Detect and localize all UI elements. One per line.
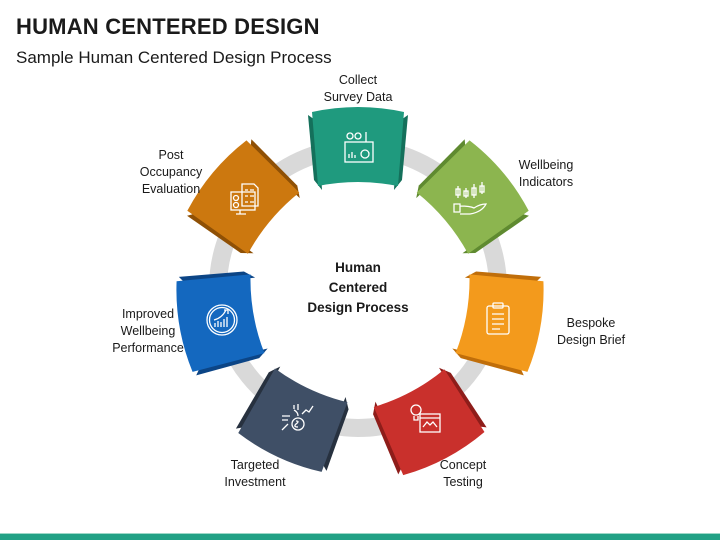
- footer-accent-bar: [0, 534, 720, 540]
- step-wellbeing-indicators[interactable]: [407, 134, 535, 264]
- step-label-post-occupancy-evaluation: Post Occupancy Evaluation: [139, 148, 203, 196]
- step-post-occupancy-evaluation[interactable]: [181, 134, 309, 264]
- center-label: Human Centered Design Process: [307, 260, 409, 315]
- investment-growth-icon: [281, 404, 314, 431]
- step-concept-testing[interactable]: [363, 361, 490, 481]
- lightbulb-browser-icon: [410, 404, 441, 433]
- evaluation-monitor-icon: [230, 183, 259, 215]
- step-bespoke-design-brief[interactable]: [450, 264, 549, 377]
- step-label-bespoke-design-brief: Bespoke Design Brief: [556, 316, 626, 347]
- step-label-targeted-investment: Targeted Investment: [224, 458, 286, 489]
- step-label-improved-wellbeing-performance: Improved Wellbeing Performance: [112, 307, 184, 355]
- candlestick-hand-icon: [453, 182, 488, 215]
- footer-divider: [0, 533, 720, 534]
- step-label-collect-survey-data: Collect Survey Data: [323, 73, 393, 104]
- step-targeted-investment[interactable]: [233, 361, 359, 478]
- page-subtitle: Sample Human Centered Design Process: [16, 48, 332, 67]
- page-title: HUMAN CENTERED DESIGN: [16, 14, 320, 39]
- step-improved-wellbeing-performance[interactable]: [171, 264, 270, 377]
- step-label-concept-testing: Concept Testing: [439, 458, 487, 489]
- survey-data-icon: [344, 132, 374, 163]
- step-label-wellbeing-indicators: Wellbeing Indicators: [518, 158, 574, 189]
- growth-chart-icon: [206, 304, 238, 336]
- step-collect-survey-data[interactable]: [308, 107, 408, 190]
- clipboard-icon: [486, 302, 510, 335]
